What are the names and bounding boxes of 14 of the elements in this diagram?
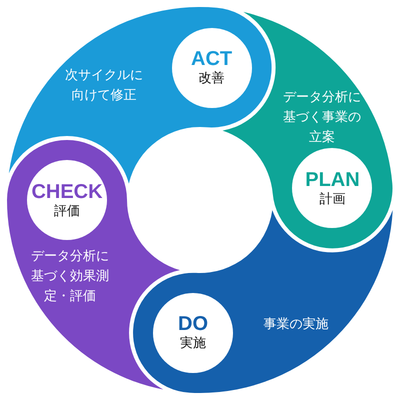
phase-title: ACT <box>191 48 232 70</box>
phase-title: CHECK <box>31 180 103 202</box>
phase-subtitle: 評価 <box>54 202 80 220</box>
phase-title: PLAN <box>305 168 360 191</box>
phase-subtitle: 実施 <box>180 335 206 352</box>
description-text: 事業の実施 <box>262 316 330 334</box>
phase-title: DO <box>178 313 208 336</box>
description-text: データ分析に基づく事業の立案 <box>282 89 362 147</box>
cycle-segment <box>7 140 180 390</box>
phase-subtitle: 計画 <box>319 190 346 208</box>
description-text: 次サイクルに向けて修正 <box>64 67 144 105</box>
cycle-segment <box>133 210 393 393</box>
phase-subtitle: 改善 <box>198 70 225 87</box>
description-text: データ分析に基づく効果測定・評価 <box>30 248 110 306</box>
